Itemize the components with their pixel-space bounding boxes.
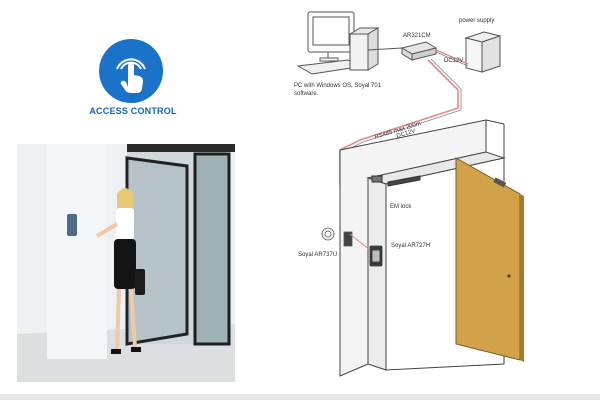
hand-tap-icon xyxy=(116,58,146,93)
woman-at-door-photo xyxy=(17,144,235,382)
access-control-logo xyxy=(99,39,163,103)
reader-icon xyxy=(369,245,383,267)
pc-icon xyxy=(296,11,380,75)
pc-label: PC with Windows OS, Soyal 701 software. xyxy=(294,83,382,97)
door xyxy=(455,157,524,362)
bottom-strip xyxy=(0,394,600,400)
power-supply-label: power supply xyxy=(459,18,495,24)
logo-label: ACCESS CONTROL xyxy=(89,106,177,116)
converter-icon xyxy=(400,41,438,61)
wall xyxy=(339,119,506,377)
wiring-diagram: AR321CM power supply DC12V PC with Windo… xyxy=(268,4,600,395)
exit-button-icon xyxy=(321,227,353,247)
em-lock-label: EM lock xyxy=(390,204,412,210)
converter-label: AR321CM xyxy=(403,33,431,39)
power-supply-icon xyxy=(464,31,502,73)
reader-label: Soyal AR727H xyxy=(391,243,431,249)
exit-button-label: Soyal AR737U xyxy=(298,252,338,258)
dc12v-top-label: DC12V xyxy=(444,58,464,64)
em-lock-icon xyxy=(371,175,421,187)
